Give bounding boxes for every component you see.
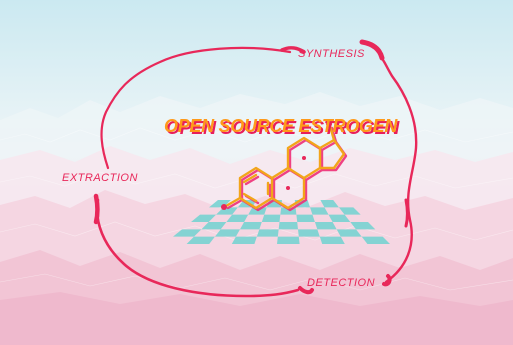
checker-tile [338, 207, 361, 215]
checker-tile [209, 200, 231, 208]
estrogen-molecule-icon [221, 121, 348, 212]
checker-tile [191, 214, 217, 222]
checker-tile [231, 236, 257, 244]
checker-tile [214, 229, 240, 237]
checker-tile [328, 214, 351, 222]
mountain-range [0, 92, 513, 345]
checker-tile [296, 214, 315, 222]
checker-tile [226, 214, 249, 222]
label-extraction: EXTRACTION [62, 172, 138, 184]
checker-tile [256, 229, 279, 237]
checker-tile [216, 207, 238, 215]
checker-tile [173, 229, 202, 237]
checker-tile [186, 236, 215, 244]
mountain-texture [0, 127, 513, 291]
checker-tile [201, 222, 227, 230]
checker-tile [278, 222, 298, 230]
page-title: OPEN SOURCE ESTROGEN [164, 116, 398, 136]
label-synthesis: SYNTHESIS [298, 48, 365, 60]
checker-tile [336, 229, 362, 237]
checker-tile [319, 236, 345, 244]
checker-tile [314, 222, 337, 230]
checker-tile [361, 236, 390, 244]
checker-tile [310, 207, 329, 215]
checker-tile [277, 236, 300, 244]
title-shadow: OPEN SOURCE ESTROGEN [166, 118, 400, 138]
checker-tile [298, 229, 320, 237]
cycle-loop [93, 39, 418, 298]
checker-tile [240, 222, 262, 230]
checker-tile [320, 200, 339, 208]
checker-tile [350, 222, 376, 230]
checker-tile [261, 214, 281, 222]
label-detection: DETECTION [307, 277, 376, 289]
